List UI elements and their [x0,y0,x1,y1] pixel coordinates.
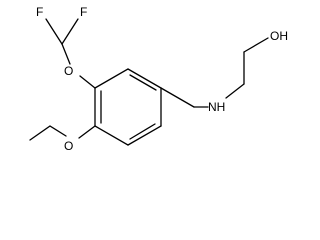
ring-double-bond [129,74,157,91]
bond-c-to-f-right [61,18,79,45]
bond-o-to-ch2 [49,125,67,137]
atom-label-f-right: F [80,5,87,19]
ring-bond [94,125,129,146]
bond-ring-to-o-ethoxy [78,125,96,139]
atom-label-oh: OH [270,29,288,43]
ring-double-bond [129,123,156,140]
atom-label-f-left: F [36,5,43,19]
bond-ring-to-o [79,75,96,89]
benzene-ring [94,68,162,146]
bond-ch2-to-oh [243,37,269,53]
atom-label-nh: NH [208,100,225,114]
bond-o-to-chf2 [61,43,71,65]
ring-bond [94,68,129,89]
bond-n-to-ch2 [225,83,245,99]
bond-ring-to-ch2 [160,87,195,108]
molecule-diagram: F F O O NH OH [29,5,288,153]
bond-ch2-to-ch3 [29,125,51,141]
bond-c-to-f-left [45,18,63,45]
atom-label-o-ether-top: O [64,64,73,78]
atom-label-o-ether-bottom: O [64,139,73,153]
ring-bond [127,68,162,89]
ring-bond [127,125,162,146]
